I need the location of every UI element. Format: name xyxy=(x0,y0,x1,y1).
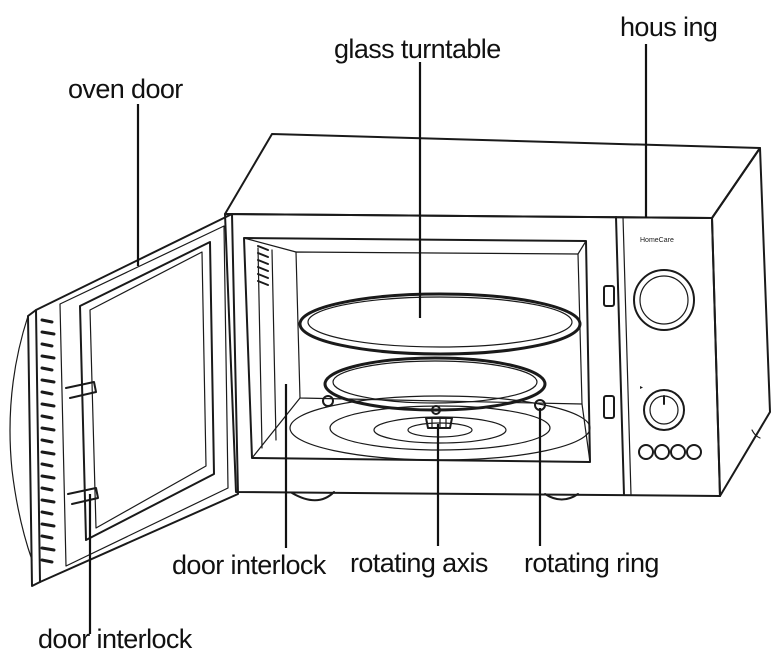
label-door-interlock-door: door interlock xyxy=(38,624,193,654)
label-rotating-axis: rotating axis xyxy=(350,548,488,578)
oven-cavity xyxy=(243,237,591,463)
preset-buttons[interactable] xyxy=(638,444,702,460)
power-knob[interactable] xyxy=(643,389,685,431)
cavity-vent-grille xyxy=(257,245,269,286)
label-glass-turntable: glass turntable xyxy=(334,34,501,64)
door-hooks xyxy=(65,381,99,505)
part-labels: hous ing glass turntable oven door door … xyxy=(38,12,718,654)
rotating-axis xyxy=(425,417,453,429)
cavity-interlock-slots xyxy=(603,285,615,419)
leader-lines xyxy=(88,44,648,634)
svg-text:HomeCare: HomeCare xyxy=(640,237,674,244)
timer-knob[interactable] xyxy=(633,269,695,331)
rotating-ring xyxy=(322,356,547,415)
door-edge-pattern xyxy=(40,318,56,564)
oven-door xyxy=(9,213,239,587)
svg-text:▸: ▸ xyxy=(640,385,643,391)
label-oven-door: oven door xyxy=(68,74,183,104)
glass-turntable xyxy=(298,292,582,356)
label-housing: hous ing xyxy=(620,12,717,42)
label-door-interlock-cavity: door interlock xyxy=(172,550,327,580)
microwave-housing xyxy=(224,133,771,502)
label-rotating-ring: rotating ring xyxy=(524,548,659,578)
control-panel: HomeCare ▸ xyxy=(633,237,702,460)
